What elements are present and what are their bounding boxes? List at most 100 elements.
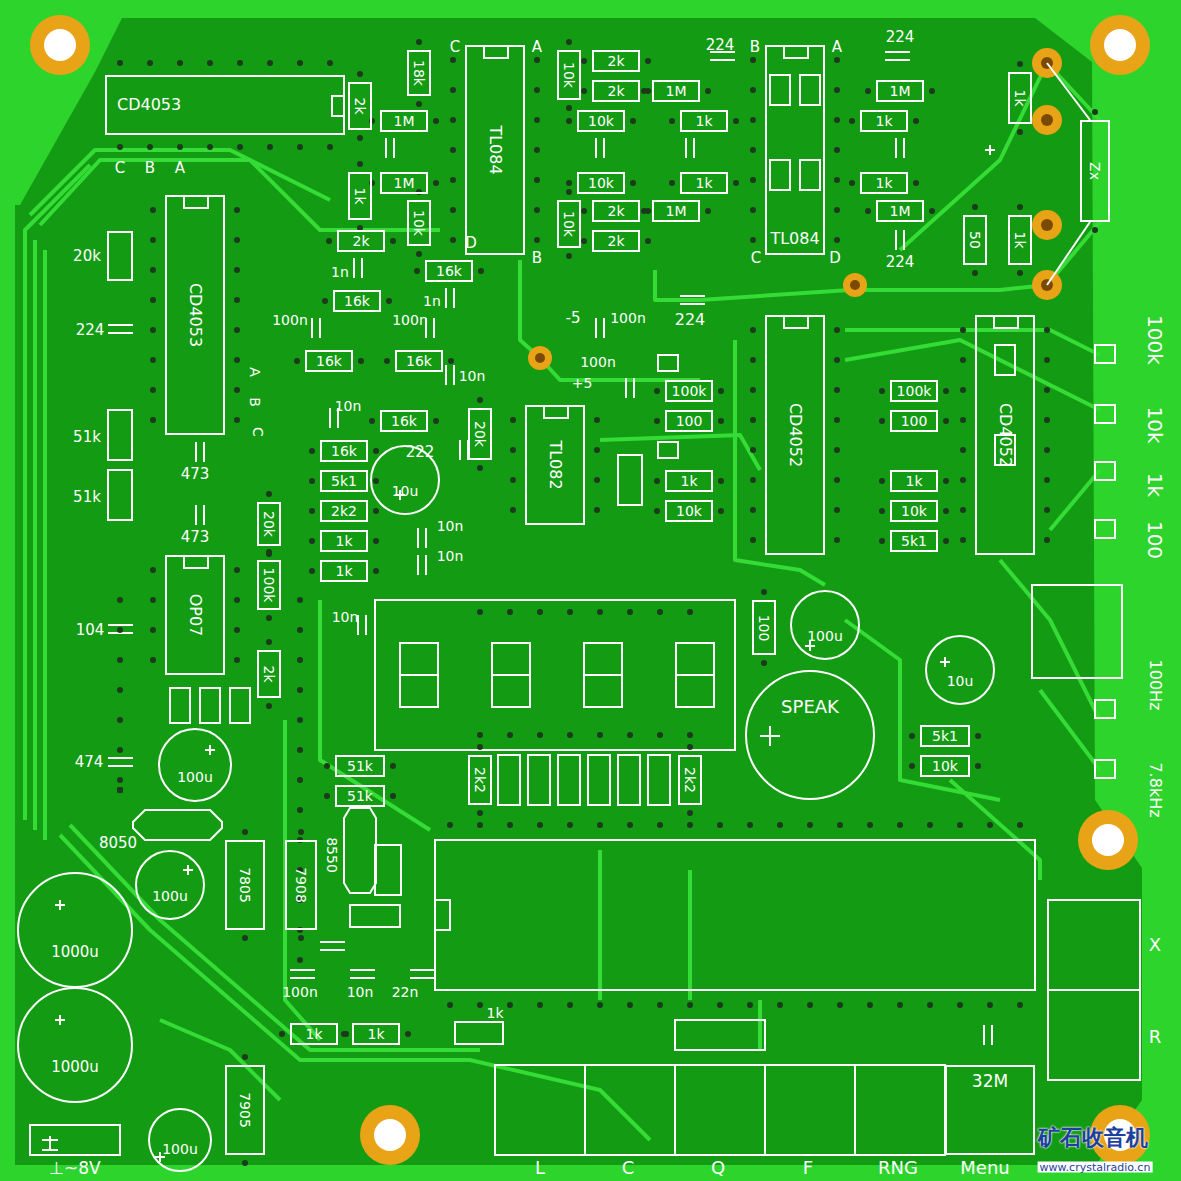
solder-pad (705, 208, 711, 214)
part-value: 2k (607, 234, 624, 248)
solder-pad (534, 87, 540, 93)
solder-pad (913, 180, 919, 186)
solder-pad (309, 508, 315, 514)
silk-label: B (750, 40, 760, 55)
silk-label: A (175, 161, 185, 176)
solder-pad (266, 549, 272, 555)
component-outline: 16k (380, 410, 428, 432)
silk-label: 1k (1145, 473, 1165, 497)
capacitor-outline: 1000u (17, 987, 133, 1103)
solder-pad (594, 507, 600, 513)
solder-pad (687, 609, 693, 615)
solder-pad (1044, 447, 1050, 453)
part-value: 1000u (51, 945, 99, 960)
solder-pad (865, 88, 871, 94)
component-outline: 5k1 (890, 530, 938, 552)
capacitor-outline: 10u (925, 635, 995, 705)
solder-pad (597, 609, 603, 615)
solder-pad (597, 822, 603, 828)
solder-pad (234, 417, 240, 423)
component-outline: 1k (1008, 72, 1032, 124)
part-value: 16k (406, 354, 432, 368)
solder-pad (1044, 537, 1050, 543)
solder-pad (510, 507, 516, 513)
component-outline: 16k (425, 260, 473, 282)
component-outline: 1M (652, 200, 700, 222)
ic-notch (183, 555, 209, 569)
ic-notch (483, 45, 509, 59)
solder-pad (309, 538, 315, 544)
silk-label: 104 (76, 623, 105, 638)
solder-pad (733, 118, 739, 124)
solder-pad (1044, 477, 1050, 483)
silk-label: A (248, 367, 262, 377)
part-value: 1k (1013, 89, 1027, 106)
silk-label: C (751, 251, 761, 266)
part-value: 2k (262, 665, 276, 682)
silk-label: Q (711, 1159, 725, 1177)
solder-pad (537, 1002, 543, 1008)
solder-pad (150, 657, 156, 663)
solder-pad (357, 135, 363, 141)
solder-pad (1092, 109, 1098, 115)
part-value: 10u (392, 484, 419, 498)
part-value: 1M (890, 204, 911, 218)
solder-pad (150, 417, 156, 423)
component-outline: 10k (890, 500, 938, 522)
part-value: 1k (353, 187, 367, 204)
capacitor-outline: 100u (135, 850, 205, 920)
solder-pad (117, 787, 123, 793)
part-value: SPEAK (781, 698, 839, 716)
part-value: 20k (473, 421, 487, 447)
silk-label: C (115, 161, 125, 176)
solder-pad (581, 238, 587, 244)
solder-pad (975, 733, 981, 739)
solder-pad (657, 609, 663, 615)
solder-pad (534, 207, 540, 213)
solder-pad (117, 627, 123, 633)
solder-pad (960, 417, 966, 423)
solder-pad (750, 387, 756, 393)
solder-pad (534, 177, 540, 183)
solder-pad (450, 177, 456, 183)
solder-pad (879, 418, 885, 424)
solder-pad (297, 597, 303, 603)
solder-pad (294, 358, 300, 364)
silk-label: 8050 (99, 836, 137, 851)
solder-pad (1044, 417, 1050, 423)
solder-pad (266, 639, 272, 645)
component-outline: 10k (557, 200, 581, 248)
solder-pad (567, 822, 573, 828)
component-outline: 2k2 (468, 755, 492, 805)
solder-pad (477, 609, 483, 615)
solder-pad (1044, 387, 1050, 393)
part-value: 1M (394, 114, 415, 128)
solder-pad (297, 657, 303, 663)
part-value: 5k1 (331, 474, 357, 488)
silk-label: 10n (459, 369, 486, 383)
silk-label: 10n (335, 399, 362, 413)
solder-pad (147, 144, 153, 150)
solder-pad (750, 57, 756, 63)
solder-pad (627, 1002, 633, 1008)
solder-pad (297, 627, 303, 633)
component-outline: 1k (680, 110, 728, 132)
solder-pad (834, 387, 840, 393)
solder-pad (566, 180, 572, 186)
board-fill (15, 18, 1142, 1165)
silk-label: 51k (73, 490, 101, 505)
solder-pad (718, 508, 724, 514)
silk-label: 100 (1145, 521, 1165, 559)
solder-pad (1017, 204, 1023, 210)
ic-name: CD4053 (117, 97, 181, 113)
solder-pad (567, 732, 573, 738)
solder-pad (594, 477, 600, 483)
solder-pad (150, 567, 156, 573)
solder-pad (433, 118, 439, 124)
solder-pad (834, 357, 840, 363)
ic-name: TL084 (487, 125, 503, 174)
solder-pad (369, 418, 375, 424)
silk-label: 100k (1145, 315, 1165, 365)
solder-pad (279, 1031, 285, 1037)
capacitor-outline: SPEAK (745, 670, 875, 800)
